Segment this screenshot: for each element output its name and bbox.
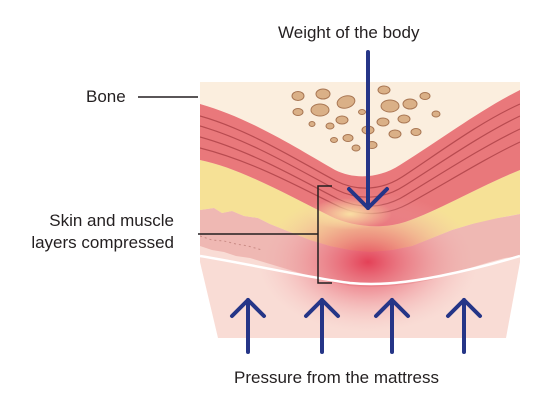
pressure-zone <box>258 192 478 332</box>
bone-fragments <box>291 85 441 152</box>
arrow-down-icon <box>347 50 389 210</box>
compressed-layers-label: Skin and muscle layers compressed <box>31 210 174 254</box>
compressed-layers-label-line2: layers compressed <box>31 233 174 252</box>
compressed-layers-label-line1: Skin and muscle <box>49 211 174 230</box>
arrow-up-icon <box>374 298 410 354</box>
bone-background <box>200 82 520 177</box>
muscle-layer <box>200 90 520 227</box>
fat-highlight <box>308 198 392 230</box>
mattress-surface-line <box>200 254 520 286</box>
bone-label: Bone <box>86 87 126 106</box>
arrow-up-icon <box>230 298 266 354</box>
skin-texture <box>200 235 263 251</box>
tissue-block <box>200 82 520 338</box>
body-weight-label: Weight of the body <box>278 23 420 42</box>
arrow-up-icon <box>446 298 482 354</box>
mattress-pressure-label: Pressure from the mattress <box>234 368 440 387</box>
arrow-up-icon <box>304 298 340 354</box>
